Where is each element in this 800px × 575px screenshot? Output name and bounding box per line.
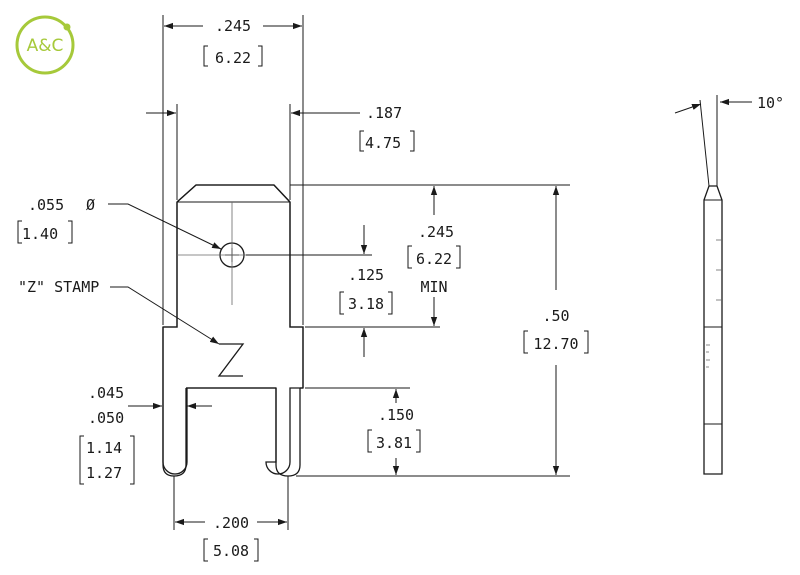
terminal-front-view bbox=[162, 184, 304, 477]
side-stamp-marks bbox=[706, 344, 710, 368]
right-shoulder bbox=[289, 202, 304, 388]
bracket bbox=[339, 291, 393, 315]
overall-width-imperial: .245 bbox=[215, 17, 251, 35]
angle-label: 10° bbox=[757, 94, 784, 112]
min-length-imperial: .245 bbox=[418, 223, 454, 241]
dim-total-length: .50 12.70 bbox=[296, 186, 589, 477]
dim-leg-thickness: .045 .050 1.14 1.27 bbox=[79, 384, 212, 485]
dim-leg-spacing: .200 5.08 bbox=[173, 476, 289, 562]
angle-ext-left bbox=[699, 99, 710, 187]
logo-ring bbox=[15, 15, 75, 75]
tab-width-imperial: .187 bbox=[366, 104, 402, 122]
dim-z-stamp: "Z" STAMP bbox=[18, 278, 220, 345]
tab-width-metric: 4.75 bbox=[365, 134, 401, 152]
left-shoulder bbox=[163, 202, 178, 328]
terminal-body bbox=[176, 184, 291, 203]
hole-dia-imperial: .055 bbox=[28, 196, 64, 214]
dim-overall-width: .245 6.22 bbox=[162, 15, 304, 325]
dim-min-length: .245 6.22 MIN bbox=[290, 184, 570, 326]
min-length-metric: 6.22 bbox=[416, 250, 452, 268]
terminal-side-view: 10° bbox=[674, 94, 784, 475]
bracket bbox=[17, 220, 73, 244]
angle-arrow-left bbox=[674, 103, 702, 114]
bracket bbox=[367, 429, 421, 453]
dim-hole-position: .125 3.18 bbox=[246, 225, 440, 357]
bracket bbox=[203, 45, 263, 67]
bracket bbox=[359, 130, 415, 152]
hole-pos-imperial: .125 bbox=[348, 266, 384, 284]
dim-hole-diameter: .055 Ø 1.40 bbox=[17, 196, 222, 250]
leg-thickness-metric-max: 1.27 bbox=[86, 464, 122, 482]
leg-thickness-imperial-min: .045 bbox=[88, 384, 124, 402]
hole-pos-metric: 3.18 bbox=[348, 295, 384, 313]
leg-spacing-imperial: .200 bbox=[213, 514, 249, 532]
right-leg bbox=[275, 388, 301, 477]
hole-dia-symbol: Ø bbox=[86, 196, 95, 214]
stamp-leader bbox=[110, 286, 220, 345]
slot-depth-imperial: .150 bbox=[378, 406, 414, 424]
slot-depth-metric: 3.81 bbox=[376, 434, 412, 452]
terminal-outline bbox=[162, 184, 304, 475]
leg-thickness-metric-min: 1.14 bbox=[86, 439, 122, 457]
bracket bbox=[203, 538, 259, 562]
bracket bbox=[523, 330, 589, 354]
bracket bbox=[407, 245, 461, 269]
min-length-note: MIN bbox=[420, 278, 447, 296]
logo-dot bbox=[63, 23, 71, 31]
total-length-imperial: .50 bbox=[542, 307, 569, 325]
z-stamp-label: "Z" STAMP bbox=[18, 278, 99, 296]
overall-width-metric: 6.22 bbox=[215, 49, 251, 67]
logo-text: A&C bbox=[27, 36, 64, 56]
leg-thickness-imperial-max: .050 bbox=[88, 409, 124, 427]
dim-tab-width: .187 4.75 bbox=[146, 104, 415, 200]
company-logo: A&C bbox=[15, 15, 75, 75]
z-stamp-mark bbox=[217, 343, 245, 377]
total-length-metric: 12.70 bbox=[533, 335, 578, 353]
dim-slot-depth: .150 3.81 bbox=[305, 387, 421, 475]
leg-spacing-metric: 5.08 bbox=[213, 542, 249, 560]
hole-dia-metric: 1.40 bbox=[22, 225, 58, 243]
left-leg bbox=[162, 327, 187, 477]
hole-leader bbox=[108, 203, 222, 250]
side-outline bbox=[703, 185, 723, 475]
bracket bbox=[79, 435, 135, 485]
